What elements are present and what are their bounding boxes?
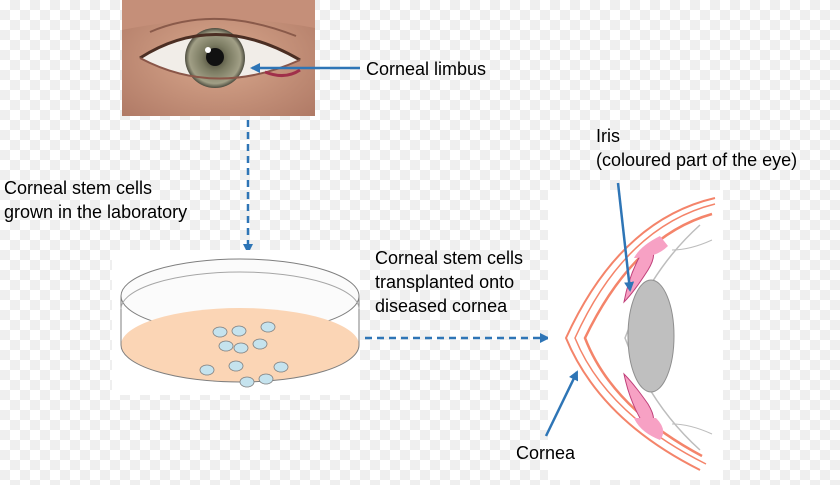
eye-cross-section-icon: [548, 190, 723, 480]
stem-cells-lab-label: Corneal stem cells grown in the laborato…: [4, 176, 187, 224]
stem-cells-transplanted-label: Corneal stem cells transplanted onto dis…: [375, 246, 523, 318]
eye-photo: [122, 0, 315, 116]
iris-label: Iris (coloured part of the eye): [596, 124, 797, 172]
corneal-limbus-label: Corneal limbus: [366, 57, 486, 81]
petri-dish-icon: [112, 250, 360, 395]
cornea-label: Cornea: [516, 441, 575, 465]
